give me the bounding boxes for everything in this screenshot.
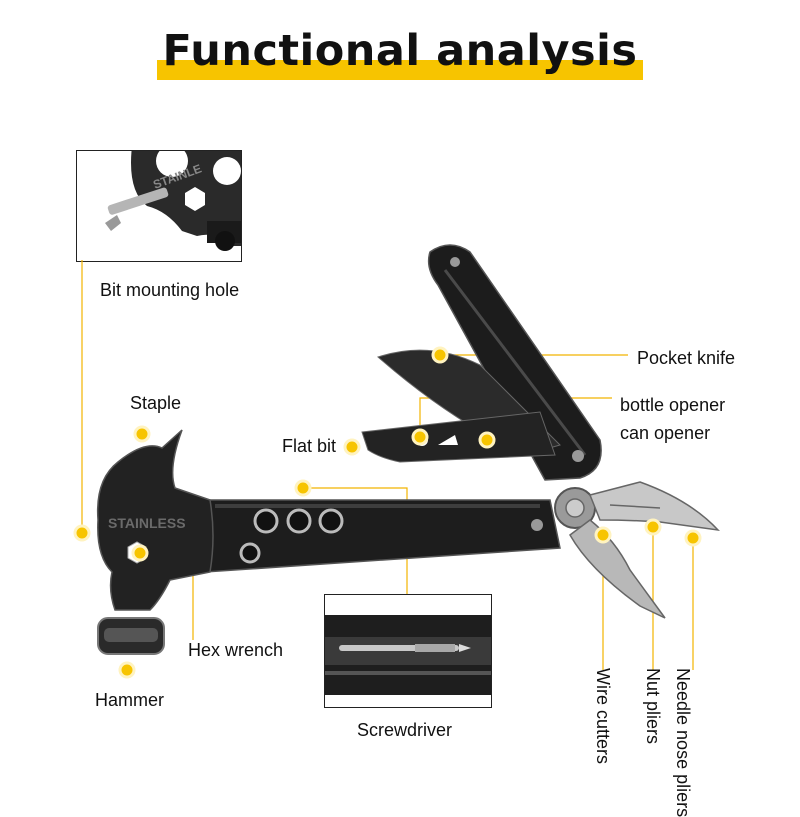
- marker-flat-bit: [343, 438, 361, 456]
- title-wrap: Functional analysis: [0, 26, 800, 80]
- marker-pocket-knife: [431, 346, 449, 364]
- engraving-text: STAINLESS: [108, 515, 186, 531]
- label-nut-pliers: Nut pliers: [643, 668, 663, 745]
- label-screwdriver: Screwdriver: [357, 720, 453, 740]
- marker-bottle-opener: [411, 428, 429, 446]
- screwdriver-inset: [324, 594, 492, 708]
- page-title: Functional analysis: [156, 26, 644, 80]
- label-can-opener: can opener: [620, 423, 711, 443]
- marker-dots: [73, 346, 702, 679]
- label-wire-cutters: Wire cutters: [593, 668, 613, 765]
- label-hex-wrench: Hex wrench: [188, 640, 284, 660]
- marker-needle-nose-pliers: [684, 529, 702, 547]
- multitool-diagram: STAINLESS: [73, 244, 720, 679]
- label-bit-mounting-hole: Bit mounting hole: [100, 280, 240, 300]
- bit-mounting-hole-photo: STAINLE: [105, 151, 241, 251]
- tool-handle: [199, 499, 561, 573]
- marker-wire-cutters: [594, 526, 612, 544]
- pliers: [554, 481, 720, 619]
- bit-mounting-hole-inset: STAINLE: [76, 150, 242, 262]
- label-bottle-opener: bottle opener: [620, 395, 726, 415]
- marker-staple: [133, 425, 151, 443]
- marker-bit-mounting-hole: [73, 524, 91, 542]
- label-staple: Staple: [130, 393, 182, 413]
- screwdriver-photo: [325, 615, 491, 695]
- marker-nut-pliers: [644, 518, 662, 536]
- marker-can-opener: [478, 431, 496, 449]
- opener-blade: [361, 411, 556, 463]
- label-needle-nose-pliers: Needle nose pliers: [673, 668, 693, 817]
- hammer-head: STAINLESS: [96, 429, 214, 655]
- marker-screwdriver: [294, 479, 312, 497]
- label-pocket-knife: Pocket knife: [637, 348, 736, 368]
- label-hammer: Hammer: [95, 690, 165, 710]
- marker-hammer: [118, 661, 136, 679]
- label-flat-bit: Flat bit: [282, 436, 337, 456]
- knife-handle: [427, 244, 602, 481]
- marker-hex-wrench: [131, 544, 149, 562]
